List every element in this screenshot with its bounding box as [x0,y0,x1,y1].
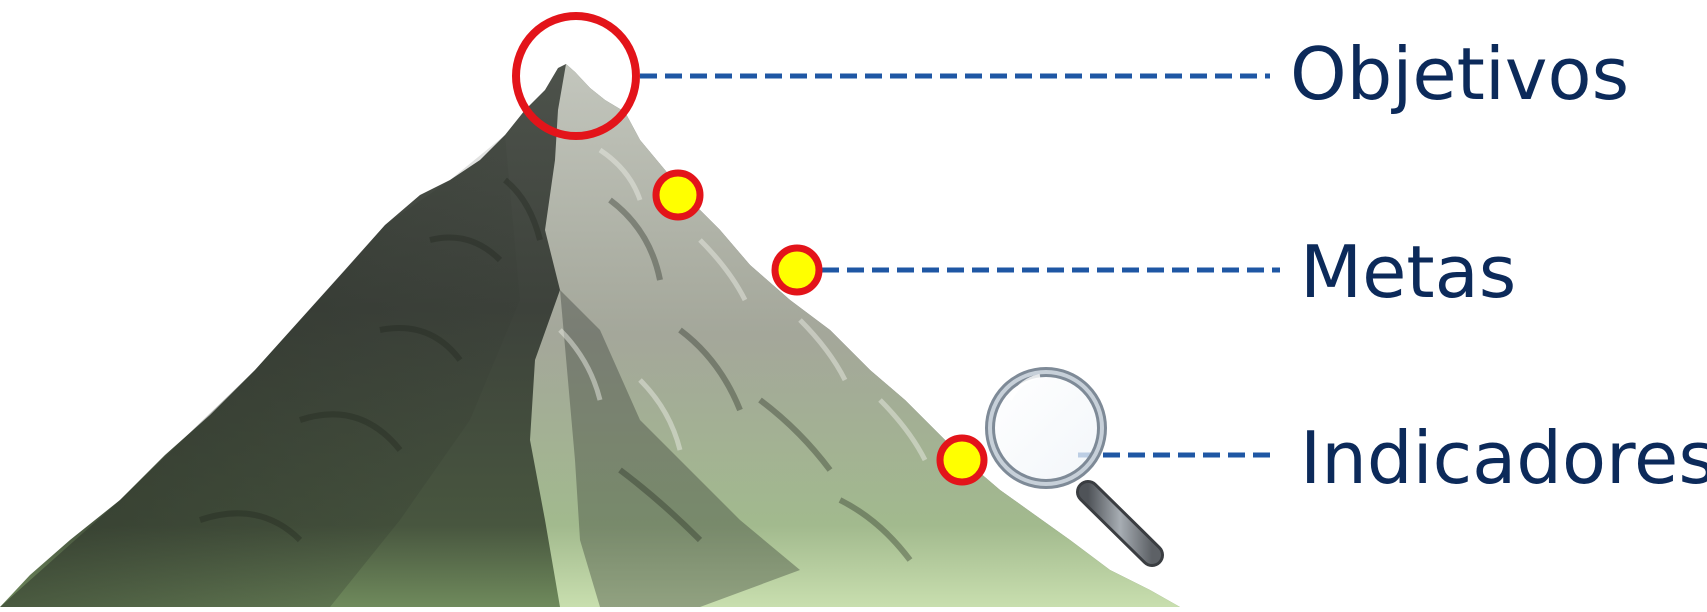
label-indicadores: Indicadores [1300,416,1707,500]
label-objetivos: Objetivos [1290,32,1630,116]
mountain-ridge-shadow [560,290,800,607]
mountain [0,64,1180,607]
red-circle-icon [512,12,640,140]
mountain-left-shadow [0,135,520,607]
mountain-texture [199,177,913,562]
yellow-dot-icon [936,434,988,486]
label-metas: Metas [1300,230,1517,314]
yellow-dot-icon [652,169,704,221]
mountain-lit-face [530,64,1180,607]
yellow-dot-icon [771,244,823,296]
magnifying-glass-icon [985,367,1164,567]
mountain-highlights [558,147,928,462]
